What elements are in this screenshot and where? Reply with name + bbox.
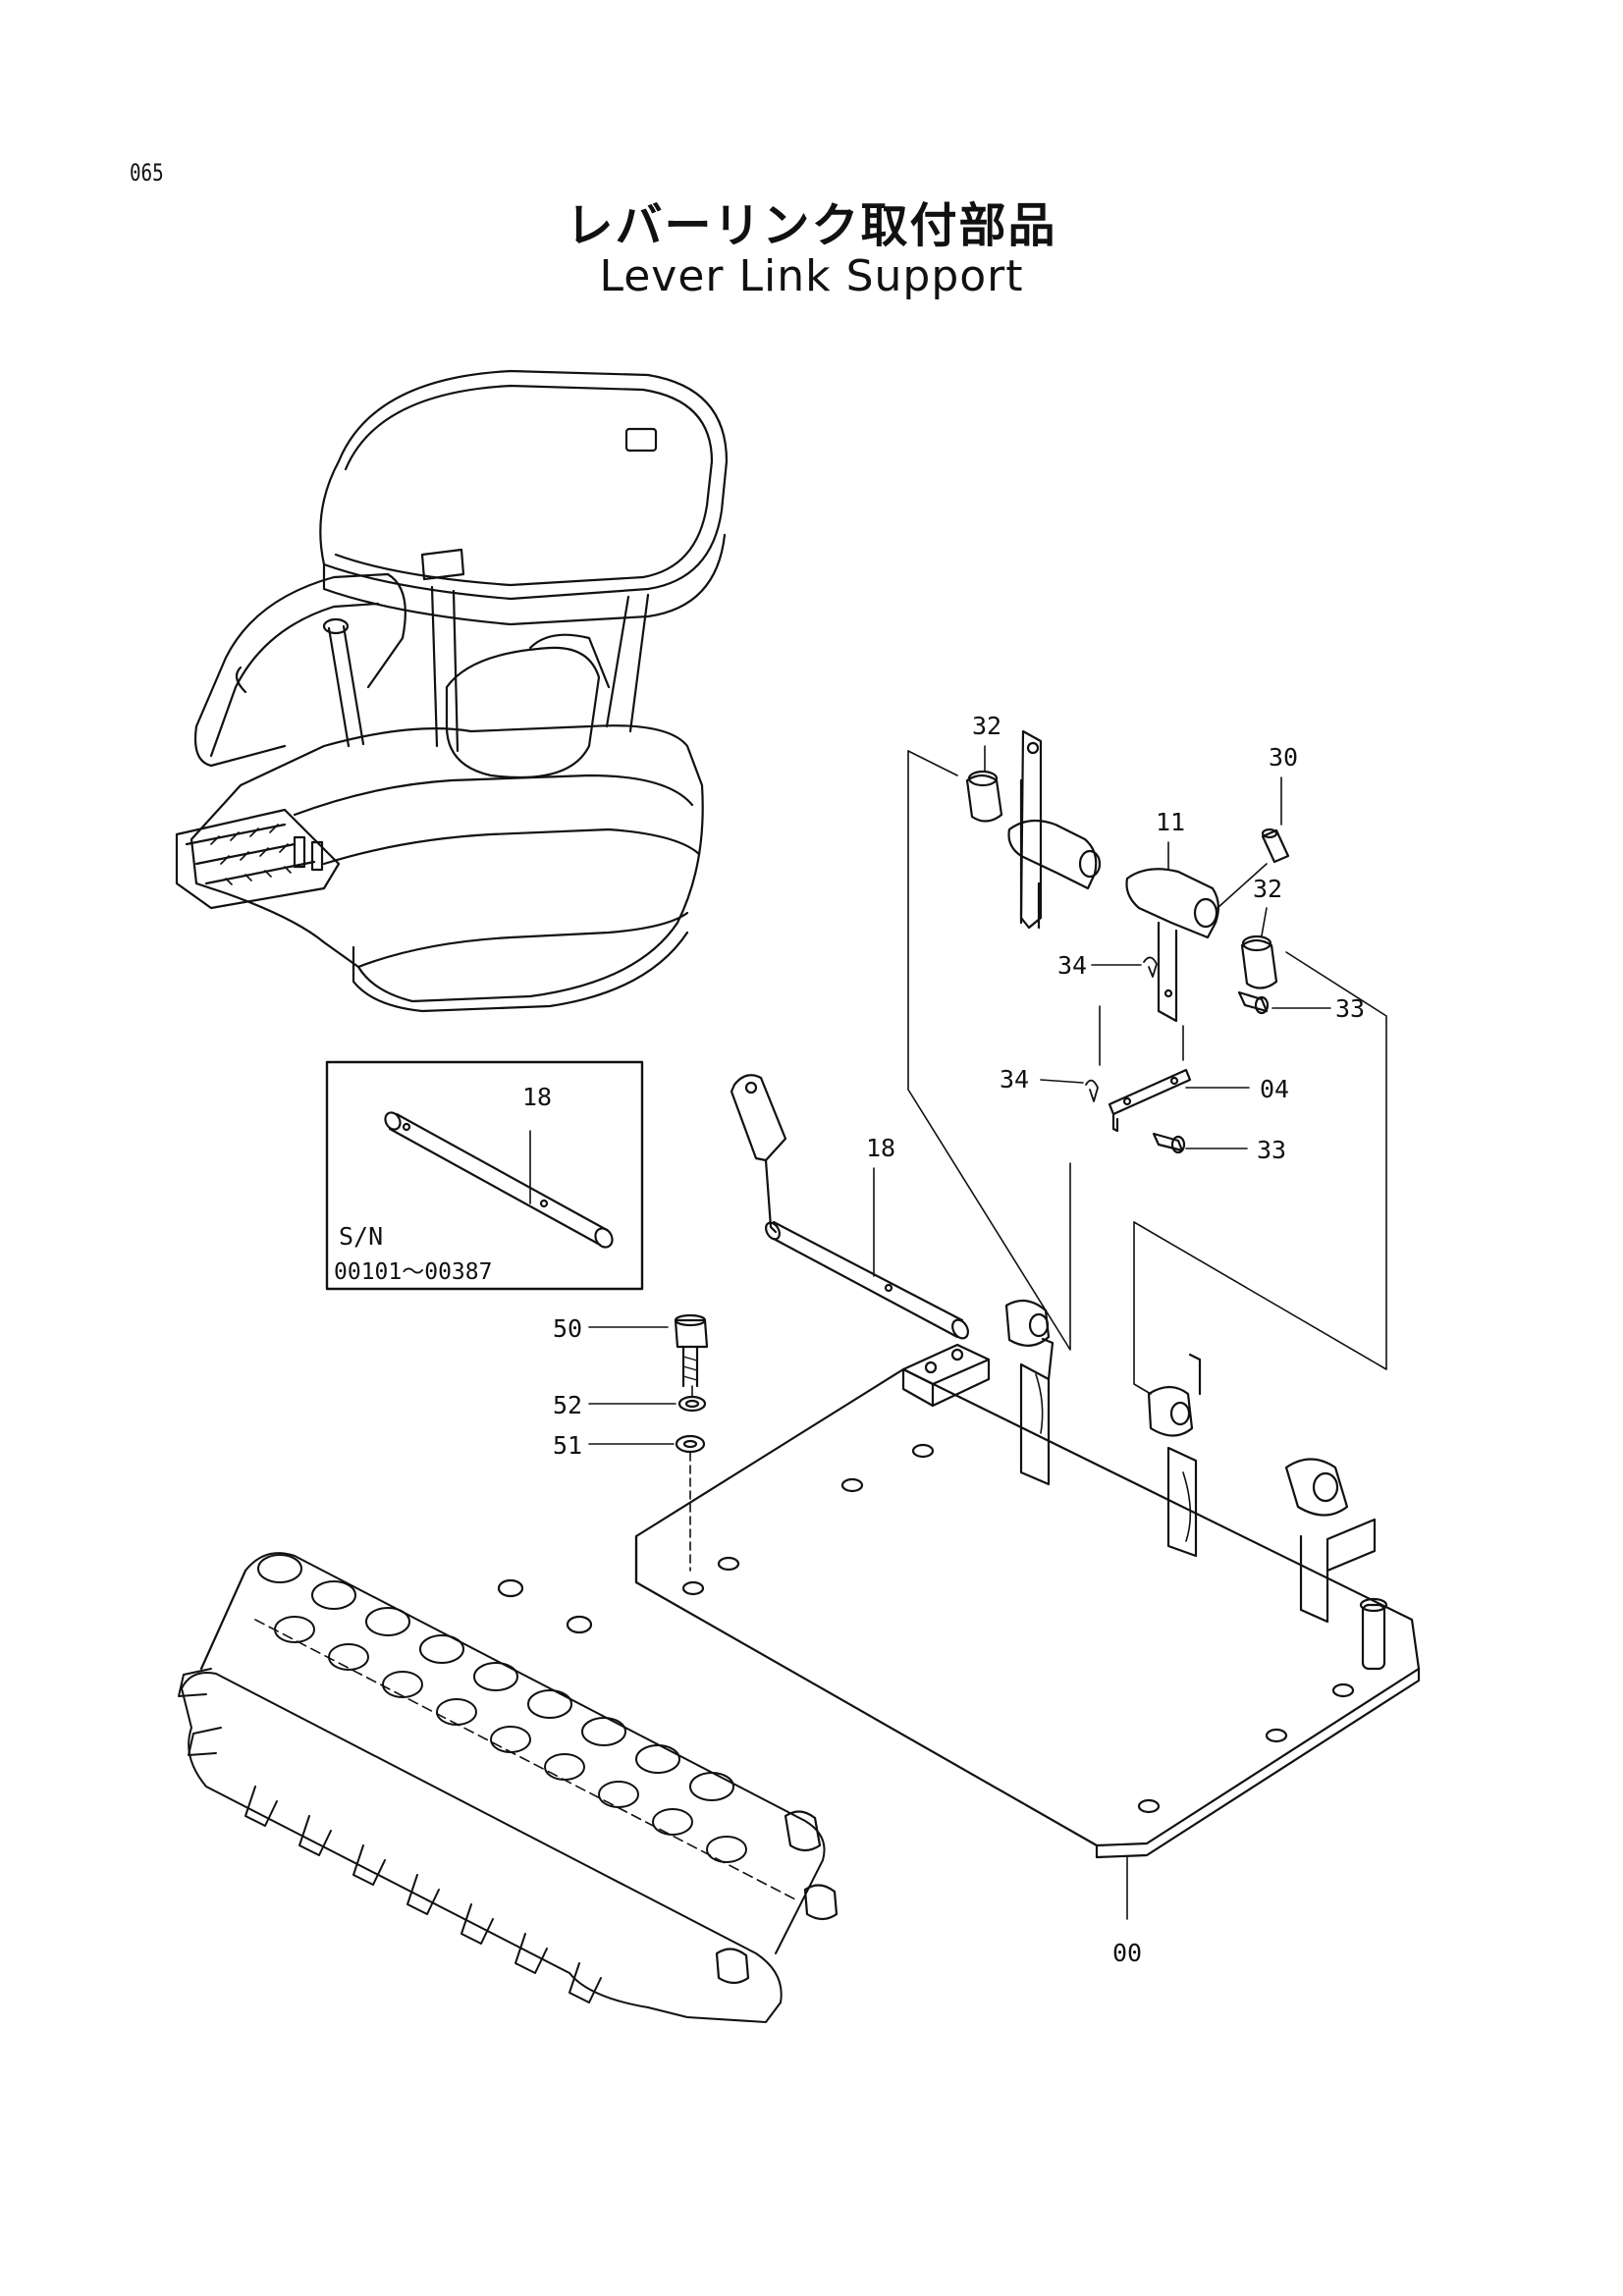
callout-33-top: 33 [1335, 994, 1365, 1023]
part-callouts: 32 30 11 32 34 33 34 04 33 18 50 52 5 [553, 712, 1365, 1967]
callout-33-bottom: 33 [1257, 1136, 1286, 1164]
base-plate-00 [634, 1299, 1421, 1859]
inset-part-label: 18 [522, 1083, 552, 1111]
callout-32-mid: 32 [1253, 875, 1282, 903]
title-english: Lever Link Support [599, 251, 1024, 301]
callout-00: 00 [1112, 1939, 1142, 1967]
upper-lever-assembly [907, 729, 1387, 1395]
machine-overview-illustration [175, 369, 729, 1013]
callout-51: 51 [553, 1431, 582, 1460]
callout-04: 04 [1260, 1075, 1289, 1103]
callout-52: 52 [553, 1391, 582, 1419]
callout-50: 50 [553, 1314, 582, 1343]
callout-34-top: 34 [1057, 951, 1087, 980]
callout-18: 18 [866, 1134, 895, 1162]
inset-serial-label: S/N [339, 1222, 383, 1251]
control-valve-illustration [178, 1552, 839, 2023]
callout-30: 30 [1269, 743, 1298, 772]
inset-serial-range: 00101～00387 [334, 1259, 492, 1285]
page-number: 065 [130, 159, 164, 187]
mounting-hardware [674, 1313, 709, 1572]
callout-32-top: 32 [972, 712, 1001, 740]
lever-shaft-18 [730, 1074, 969, 1340]
callout-11: 11 [1156, 808, 1185, 836]
callout-34-bottom: 34 [1000, 1065, 1029, 1094]
serial-variant-inset: 18 S/N 00101～00387 [325, 1060, 644, 1291]
title-japanese: レバーリンク取付部品 [566, 198, 1057, 253]
